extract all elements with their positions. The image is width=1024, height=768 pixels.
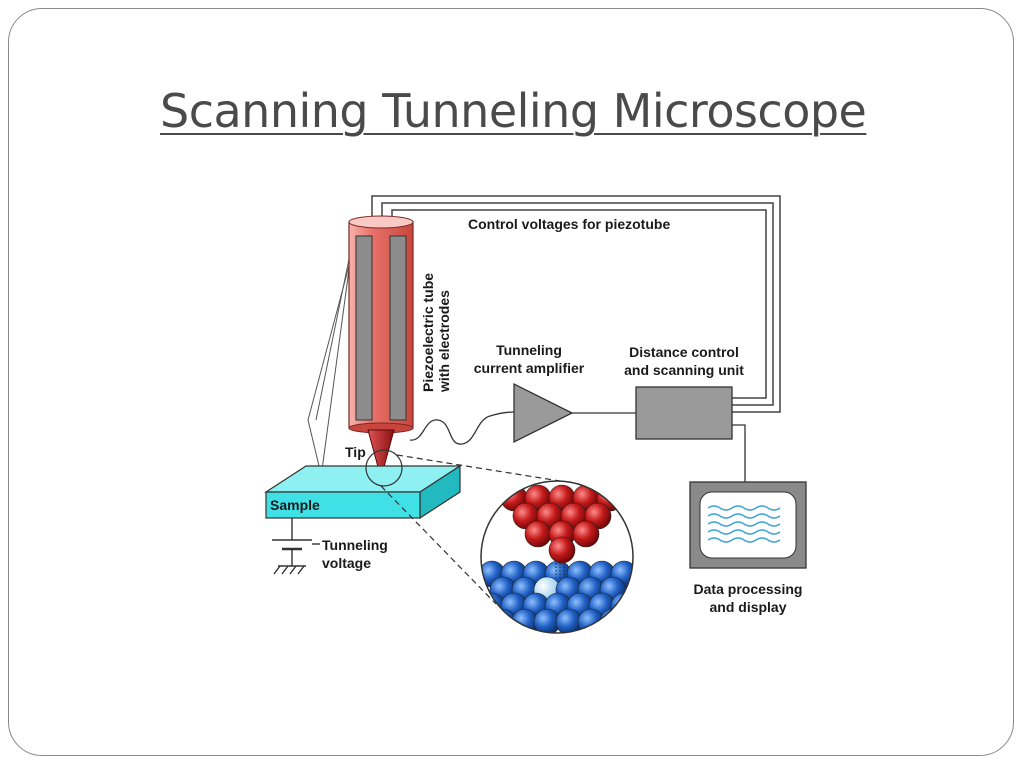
magnifier-circle xyxy=(365,449,403,487)
label-distance-line2: and scanning unit xyxy=(624,362,744,378)
label-sample: Sample xyxy=(270,497,320,513)
support-lines xyxy=(307,229,356,471)
label-piezo-tube: Piezoelectric tube with electrodes xyxy=(420,269,452,393)
piezo-tube xyxy=(348,215,414,434)
sample-atom xyxy=(577,608,605,633)
atomic-zoom xyxy=(480,480,634,634)
tip-atom xyxy=(524,520,552,548)
tip-atom xyxy=(572,520,600,548)
label-tip: Tip xyxy=(345,444,366,460)
tip-atom xyxy=(548,536,576,564)
label-display-line2: and display xyxy=(709,599,786,615)
label-voltage-line2: voltage xyxy=(322,555,371,571)
label-piezo-line1: Piezoelectric tube xyxy=(420,273,436,392)
signal-wire xyxy=(409,411,515,445)
zoom-lines xyxy=(380,454,561,605)
label-amplifier-line1: Tunneling xyxy=(496,342,562,358)
label-voltage-line1: Tunneling xyxy=(322,537,388,553)
label-amplifier-line2: current amplifier xyxy=(474,360,585,376)
battery-symbol xyxy=(272,518,320,575)
label-control-voltages: Control voltages for piezotube xyxy=(468,216,670,232)
label-piezo-line2: with electrodes xyxy=(436,290,452,393)
sample-atom xyxy=(599,608,627,633)
sample-block xyxy=(263,464,463,520)
label-distance-line1: Distance control xyxy=(629,344,739,360)
slide-frame xyxy=(8,8,1014,756)
stm-tip xyxy=(367,429,395,480)
distance-control-box xyxy=(635,386,733,440)
sample-atom xyxy=(489,608,517,633)
display-monitor xyxy=(689,481,807,569)
label-display-line1: Data processing xyxy=(694,581,803,597)
tunneling-dots xyxy=(555,563,565,578)
amplifier-symbol xyxy=(513,382,574,444)
slide-title: Scanning Tunneling Microscope xyxy=(160,84,867,138)
control-wires xyxy=(371,195,781,413)
